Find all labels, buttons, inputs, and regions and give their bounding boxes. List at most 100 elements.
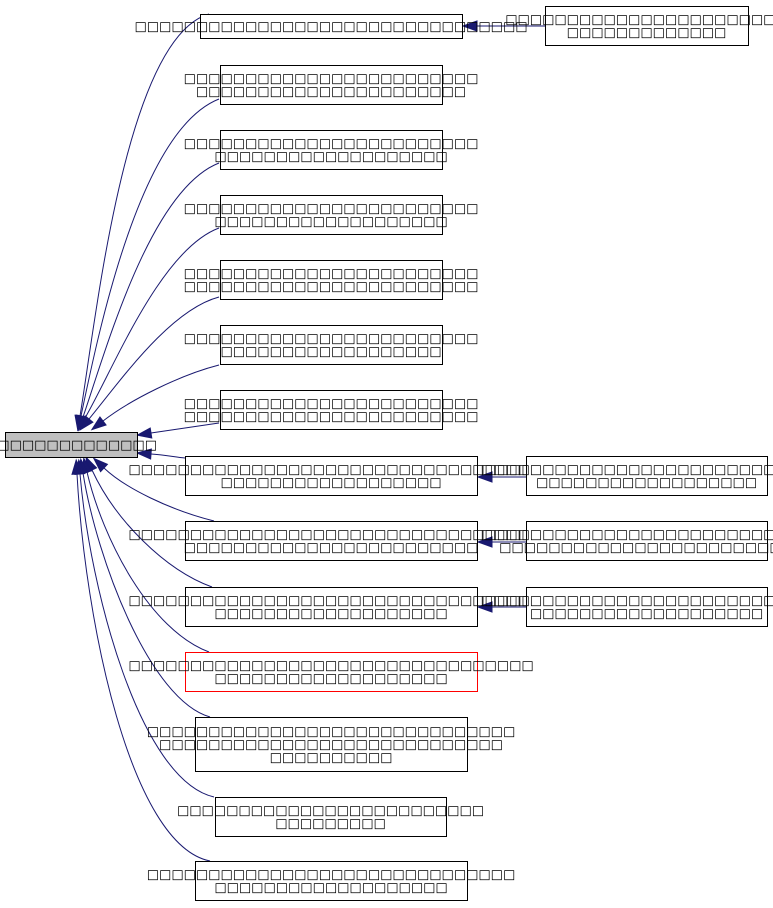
graph-node-n8[interactable]: □□□□□□□□□□□□□□□□□□□□□□□□□□□□□□□□□□□□□□□□… [128, 456, 534, 496]
edge-n8-to-root [135, 448, 186, 460]
node-box [185, 587, 478, 627]
node-label-line: □□□□□□□□□□□□□□□□□□□□□□□□□□□□□□□□□ [128, 659, 533, 674]
node-label-line: □□□□□□□□□□□□□□□□□□□□□□□□ [184, 410, 479, 425]
edge-line [102, 364, 220, 422]
node-box [185, 652, 478, 692]
node-label-line: □□□□□□□□□□ [270, 751, 393, 766]
node-box [545, 6, 749, 46]
graph-node-n9c[interactable]: □□□□□□□□□□□□□□□□□□□□□□□□□□□□□□□□□□□□□□□□… [481, 521, 773, 561]
node-label-line: □□□□□□□□□□□□□□□□□□ [220, 476, 441, 491]
node-box [220, 65, 443, 105]
edge-line [86, 471, 210, 653]
graph-node-n1[interactable]: □□□□□□□□□□□□□□□□□□□□□□□□□□□□□□□□ [134, 14, 528, 39]
node-box [220, 390, 443, 430]
node-label-line: □□□□□□□□□□□□□□□□□□□ [530, 607, 763, 622]
arrowhead-icon [135, 448, 152, 460]
edge-line [79, 473, 215, 798]
node-label-line: □□□□□□□□□□□□□□□□□□□□□□□□□□□ [481, 594, 773, 609]
node-label-line: □□□□□□□□□□□□□□□□□□□ [214, 150, 447, 165]
graph-node-n2[interactable]: □□□□□□□□□□□□□□□□□□□□□□□□□□□□□□□□□□□□□□□□… [184, 65, 479, 105]
node-label-line: □□□□□□□□□□□□□□□□□□□□□□□□□□□□□□□□ [134, 20, 527, 35]
edge-n14-to-root [71, 458, 211, 862]
graph-node-n8c[interactable]: □□□□□□□□□□□□□□□□□□□□□□□□□□□□□□□□□□□□□□□□… [481, 456, 773, 496]
node-label-line: □□□□□□□□□□□□□□□□□□□□□□□□□□□□□□ [147, 725, 515, 740]
edge-n5-to-root [79, 296, 220, 431]
graph-node-n4[interactable]: □□□□□□□□□□□□□□□□□□□□□□□□□□□□□□□□□□□□□□□□… [184, 195, 479, 235]
graph-node-n14[interactable]: □□□□□□□□□□□□□□□□□□□□□□□□□□□□□□□□□□□□□□□□… [147, 861, 515, 901]
graph-node-n9[interactable]: □□□□□□□□□□□□□□□□□□□□□□□□□□□□□□□□□□□□□□□□… [128, 521, 534, 561]
node-box [195, 861, 468, 901]
node-label-line: □□□□□□□□□□□□□□ [0, 438, 157, 453]
arrowhead-icon [71, 458, 83, 475]
node-box [200, 14, 463, 39]
edge-n6-to-root [90, 364, 220, 431]
edge-n9-to-root [92, 457, 215, 522]
node-label-line: □□□□□□□□□□□□□□□□□□□□□□□□□□□□□□□□□ [128, 594, 533, 609]
arrowhead-icon [461, 20, 478, 32]
node-label-line: □□□□□□□□□□□□□□□□□□ [220, 345, 441, 360]
node-label-line: □□□□□□□□□□□□□□□□□□ [536, 476, 757, 491]
node-label-line: □□□□□□□□□□□□□□□□□□□□□□□□ [184, 72, 479, 87]
graph-node-n5[interactable]: □□□□□□□□□□□□□□□□□□□□□□□□□□□□□□□□□□□□□□□□… [184, 260, 479, 300]
node-label-line: □□□□□□□□□□□□□□□□□□□□□□□□□□□ [481, 528, 773, 543]
graph-node-n3[interactable]: □□□□□□□□□□□□□□□□□□□□□□□□□□□□□□□□□□□□□□□□… [184, 130, 479, 170]
node-label-line: □□□□□□□□□□□□□□□□□□□□□□□□ [184, 267, 479, 282]
node-box [220, 195, 443, 235]
edge-line [150, 422, 220, 434]
edge-line [103, 467, 215, 522]
node-label-line: □□□□□□□□□□□□□□□□□□□□□□□□□□□□ [159, 738, 503, 753]
edge-line [91, 469, 213, 588]
graph-node-n1c[interactable]: □□□□□□□□□□□□□□□□□□□□□□□□□□□□□□□□□□□□ [505, 6, 773, 46]
node-label-line: □□□□□□□□□□□□□□□□□□□□□□□□ [499, 541, 773, 556]
node-label-line: □□□□□□□□□□□□□□□□□□□□□□□□ [184, 137, 479, 152]
node-box [195, 717, 468, 772]
arrowhead-icon [92, 457, 109, 473]
nodes-layer: □□□□□□□□□□□□□□□□□□□□□□□□□□□□□□□□□□□□□□□□… [0, 6, 773, 901]
node-label-line: □□□□□□□□□□□□□ [567, 26, 727, 41]
node-box [526, 456, 768, 496]
edge-line [150, 453, 186, 459]
arrowhead-icon [476, 471, 493, 483]
node-label-line: □□□□□□□□□□□□□□□□□□□□□□ [196, 85, 466, 100]
graph-node-n12[interactable]: □□□□□□□□□□□□□□□□□□□□□□□□□□□□□□□□□□□□□□□□… [147, 717, 515, 772]
node-label-line: □□□□□□□□□□□□□□□□□□□□□□□□□□□□□□□□□ [128, 463, 533, 478]
node-label-line: □□□□□□□□□□□□□□□□□□□□□□□□ [184, 541, 479, 556]
node-label-line: □□□□□□□□□□□□□□□□□□□□□□□□ [184, 202, 479, 217]
edge-line [82, 162, 220, 418]
edge-line [80, 98, 220, 417]
arrowhead-icon [90, 416, 107, 431]
node-box [220, 130, 443, 170]
edge-n9c-to-n9 [476, 536, 526, 548]
node-box [220, 325, 443, 365]
edge-n7-to-root [135, 422, 220, 439]
node-label-line: □□□□□□□□□ [275, 817, 386, 832]
node-label-line: □□□□□□□□□□□□□□□□□□□□□□□□□□□ [481, 463, 773, 478]
node-label-line: □□□□□□□□□□□□□□□□□□□ [214, 215, 447, 230]
node-label-line: □□□□□□□□□□□□□□□□□□□ [214, 672, 447, 687]
graph-node-n13[interactable]: □□□□□□□□□□□□□□□□□□□□□□□□□□□□□□□□□□ [177, 797, 484, 837]
graph-node-n11[interactable]: □□□□□□□□□□□□□□□□□□□□□□□□□□□□□□□□□□□□□□□□… [128, 652, 534, 692]
graph-node-n10[interactable]: □□□□□□□□□□□□□□□□□□□□□□□□□□□□□□□□□□□□□□□□… [128, 587, 534, 627]
node-label-line: □□□□□□□□□□□□□□□□□□□□□□□□□□□□□□□□□ [128, 528, 533, 543]
graph-node-root[interactable]: □□□□□□□□□□□□□□ [0, 432, 157, 458]
node-label-line: □□□□□□□□□□□□□□□□□□□□□□□ [505, 13, 773, 28]
node-box [5, 432, 138, 458]
node-label-line: □□□□□□□□□□□□□□□□□□□ [214, 607, 447, 622]
node-label-line: □□□□□□□□□□□□□□□□□□□□□□□□□□□□□□ [147, 868, 515, 883]
node-label-line: □□□□□□□□□□□□□□□□□□□□□□□□ [184, 397, 479, 412]
graph-node-n10c[interactable]: □□□□□□□□□□□□□□□□□□□□□□□□□□□□□□□□□□□□□□□□… [481, 587, 773, 627]
edge-line [82, 472, 211, 718]
edge-line [84, 227, 220, 419]
node-box [185, 456, 478, 496]
node-label-line: □□□□□□□□□□□□□□□□□□□ [214, 881, 447, 896]
node-box [185, 521, 478, 561]
edge-line [79, 13, 210, 417]
node-label-line: □□□□□□□□□□□□□□□□□□□□□□□□ [184, 332, 479, 347]
node-box [215, 797, 447, 837]
arrowhead-icon [476, 536, 493, 548]
graph-node-n6[interactable]: □□□□□□□□□□□□□□□□□□□□□□□□□□□□□□□□□□□□□□□□… [184, 325, 479, 365]
edge-n8c-to-n8 [476, 471, 526, 483]
graph-node-n7[interactable]: □□□□□□□□□□□□□□□□□□□□□□□□□□□□□□□□□□□□□□□□… [184, 390, 479, 430]
node-box [220, 260, 443, 300]
